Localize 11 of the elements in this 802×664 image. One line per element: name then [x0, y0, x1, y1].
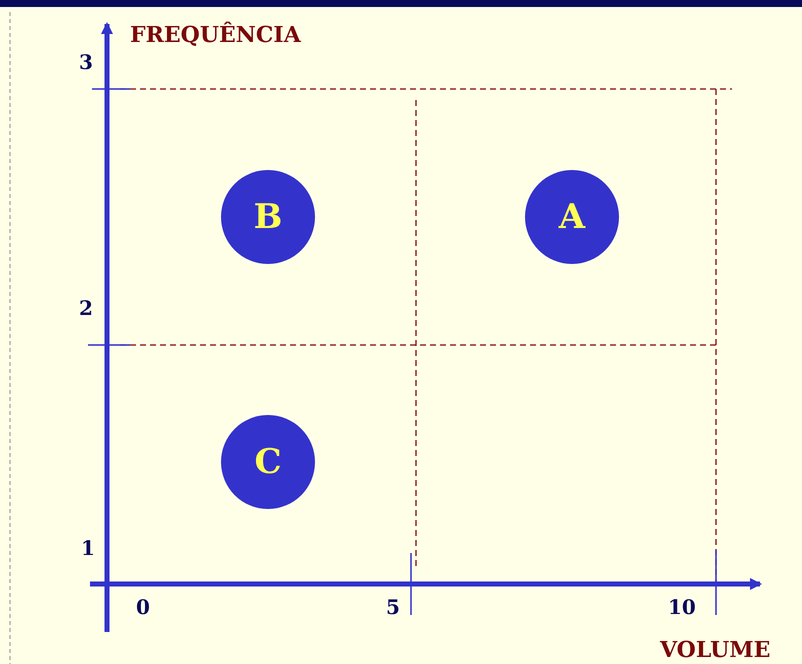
- tick-label: 3: [79, 52, 93, 72]
- tick-label: 10: [668, 597, 696, 617]
- quadrant-circle: C: [221, 415, 315, 509]
- tick-label: 2: [79, 298, 93, 318]
- axis-title: FREQUÊNCIA: [130, 24, 301, 46]
- tick-label: 0: [136, 597, 150, 617]
- tick-label: 5: [386, 597, 400, 617]
- quadrant-circle: A: [525, 170, 619, 264]
- axis-title: VOLUME: [660, 639, 770, 661]
- tick-label: 1: [81, 538, 95, 558]
- quadrant-circle: B: [221, 170, 315, 264]
